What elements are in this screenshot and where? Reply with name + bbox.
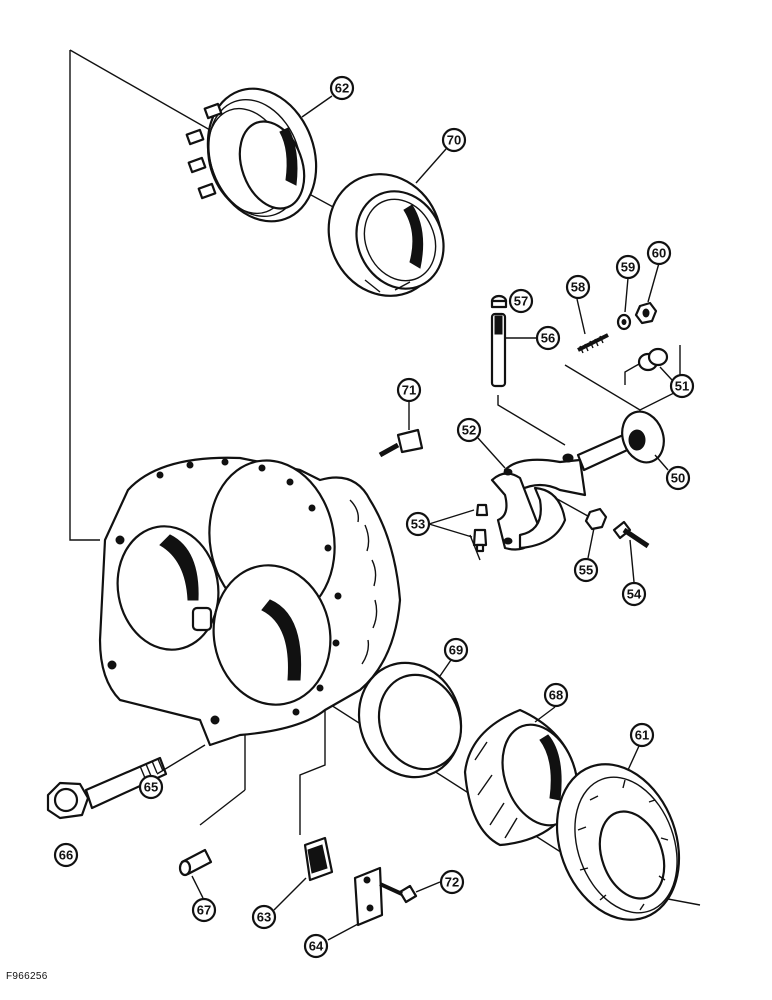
leader-lines (156, 95, 673, 941)
callout-label: 69 (449, 643, 463, 658)
callout-66: 66 (53, 842, 79, 868)
callout-68: 68 (543, 682, 569, 708)
alignment-line-shaft (497, 395, 566, 446)
callout-63: 63 (251, 904, 277, 930)
callout-label: 65 (144, 780, 158, 795)
callout-label: 59 (621, 260, 635, 275)
shaft-56 (490, 312, 507, 388)
callout-label: 67 (197, 903, 211, 918)
callout-label: 56 (541, 331, 555, 346)
figure-number: F966256 (6, 971, 48, 982)
callout-70: 70 (441, 127, 467, 153)
bolt-71 (378, 428, 424, 458)
alignment-line-pin-2 (199, 789, 246, 826)
stud-58 (577, 333, 609, 354)
nut-55 (584, 507, 608, 531)
callout-label: 51 (675, 379, 689, 394)
fittings-53 (472, 503, 489, 553)
callout-72: 72 (439, 869, 465, 895)
callout-label: 55 (579, 563, 593, 578)
callout-label: 52 (462, 423, 476, 438)
alignment-line-stud (564, 345, 681, 411)
callout-label: 70 (447, 133, 461, 148)
bearing-cup-69 (357, 661, 463, 779)
callout-label: 63 (257, 910, 271, 925)
lock-strap-64 (353, 866, 384, 927)
callout-label: 54 (627, 587, 642, 602)
callout-65: 65 (138, 774, 164, 800)
callout-64: 64 (303, 933, 329, 959)
callout-71: 71 (396, 377, 422, 403)
bolt-66 (46, 756, 168, 820)
callout-label: 72 (445, 875, 459, 890)
callout-67: 67 (191, 897, 217, 923)
callout-55: 55 (573, 557, 599, 583)
shift-fork-52 (490, 453, 587, 551)
washer-59 (616, 313, 632, 331)
callout-50: 50 (665, 465, 691, 491)
adjusting-ring-62 (185, 87, 318, 223)
bearing-cone-68 (463, 708, 580, 847)
callout-69: 69 (443, 637, 469, 663)
callout-label: 58 (571, 280, 585, 295)
callout-57: 57 (508, 288, 534, 314)
pin-67 (178, 848, 213, 877)
snap-ring-51 (637, 347, 669, 372)
callout-52: 52 (456, 417, 482, 443)
alignment-line-left (69, 50, 100, 541)
callout-58: 58 (565, 274, 591, 300)
callout-59: 59 (615, 254, 641, 280)
callouts: 62 70 57 58 59 60 56 51 71 52 50 53 55 5… (53, 75, 695, 959)
callout-label: 64 (309, 939, 324, 954)
callout-56: 56 (535, 325, 561, 351)
cap-57 (490, 294, 508, 309)
nut-60 (634, 301, 658, 325)
callout-label: 60 (652, 246, 666, 261)
callout-label: 62 (335, 81, 349, 96)
alignment-line-lock (299, 710, 326, 835)
callout-label: 57 (514, 294, 528, 309)
bearing-70 (327, 173, 445, 297)
callout-label: 71 (402, 383, 416, 398)
callout-label: 66 (59, 848, 73, 863)
callout-62: 62 (329, 75, 355, 101)
alignment-line-fitting (469, 534, 481, 561)
adjusting-ring-61 (555, 763, 681, 921)
callout-label: 61 (635, 728, 649, 743)
housing-65 (98, 456, 402, 747)
callout-53: 53 (405, 511, 431, 537)
callout-label: 53 (411, 517, 425, 532)
lock-plate-63 (303, 836, 334, 882)
bolt-54 (612, 520, 650, 549)
lever-shaft-50 (576, 410, 665, 472)
callout-60: 60 (646, 240, 672, 266)
callout-54: 54 (621, 581, 647, 607)
callout-label: 50 (671, 471, 685, 486)
screw-72 (379, 882, 418, 904)
callout-51: 51 (669, 373, 695, 399)
callout-61: 61 (629, 722, 655, 748)
callout-label: 68 (549, 688, 563, 703)
